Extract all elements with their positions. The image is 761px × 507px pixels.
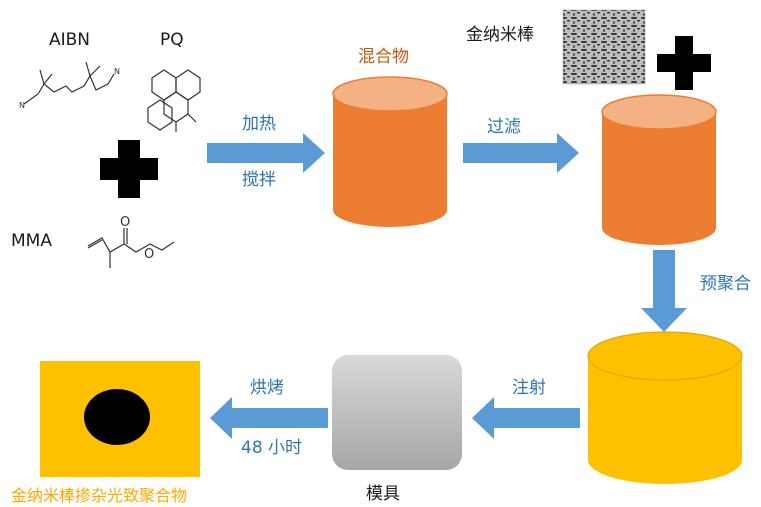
mixture-label: 混合物 xyxy=(358,47,409,67)
arrow-inject xyxy=(472,397,580,439)
aibn-label: AIBN xyxy=(49,30,91,50)
pq-label: PQ xyxy=(160,30,184,50)
step-bake-time-label: 48 小时 xyxy=(241,438,303,458)
arrow-prepolymerize xyxy=(641,250,687,332)
prepolymer-cylinder xyxy=(587,331,743,484)
mma-structure-icon xyxy=(87,228,175,268)
arrow-bake xyxy=(210,397,328,439)
gold-nanorods-label: 金纳米棒 xyxy=(466,25,534,45)
mma-label: MMA xyxy=(11,231,52,251)
aibn-n-atom-2: N xyxy=(114,67,120,76)
step-heat-label: 加热 xyxy=(242,114,276,134)
arrow-heat-stir xyxy=(207,133,325,173)
step-stir-label: 搅拌 xyxy=(242,170,276,190)
arrow-filter xyxy=(463,133,579,173)
step-inject-label: 注射 xyxy=(512,378,546,398)
plus-icon xyxy=(100,140,158,198)
filtered-cylinder xyxy=(601,94,717,245)
gold-nanorods-image xyxy=(562,9,646,85)
mma-o-atom-2: O xyxy=(144,247,154,262)
mold-label: 模具 xyxy=(366,484,400,504)
aibn-n-atom: N xyxy=(19,101,25,110)
aibn-structure-icon xyxy=(23,61,115,105)
mold-block xyxy=(332,355,462,470)
product-dark-spot xyxy=(84,389,150,445)
step-filter-label: 过滤 xyxy=(487,117,521,137)
plus-icon-2 xyxy=(657,36,711,90)
mma-o-atom: O xyxy=(120,215,130,230)
step-bake-label: 烘烤 xyxy=(250,378,284,398)
mixture-cylinder xyxy=(332,76,448,227)
product-label: 金纳米棒掺杂光致聚合物 xyxy=(11,486,188,505)
pq-structure-icon xyxy=(147,69,201,132)
step-prepolymerize-label: 预聚合 xyxy=(700,274,751,294)
